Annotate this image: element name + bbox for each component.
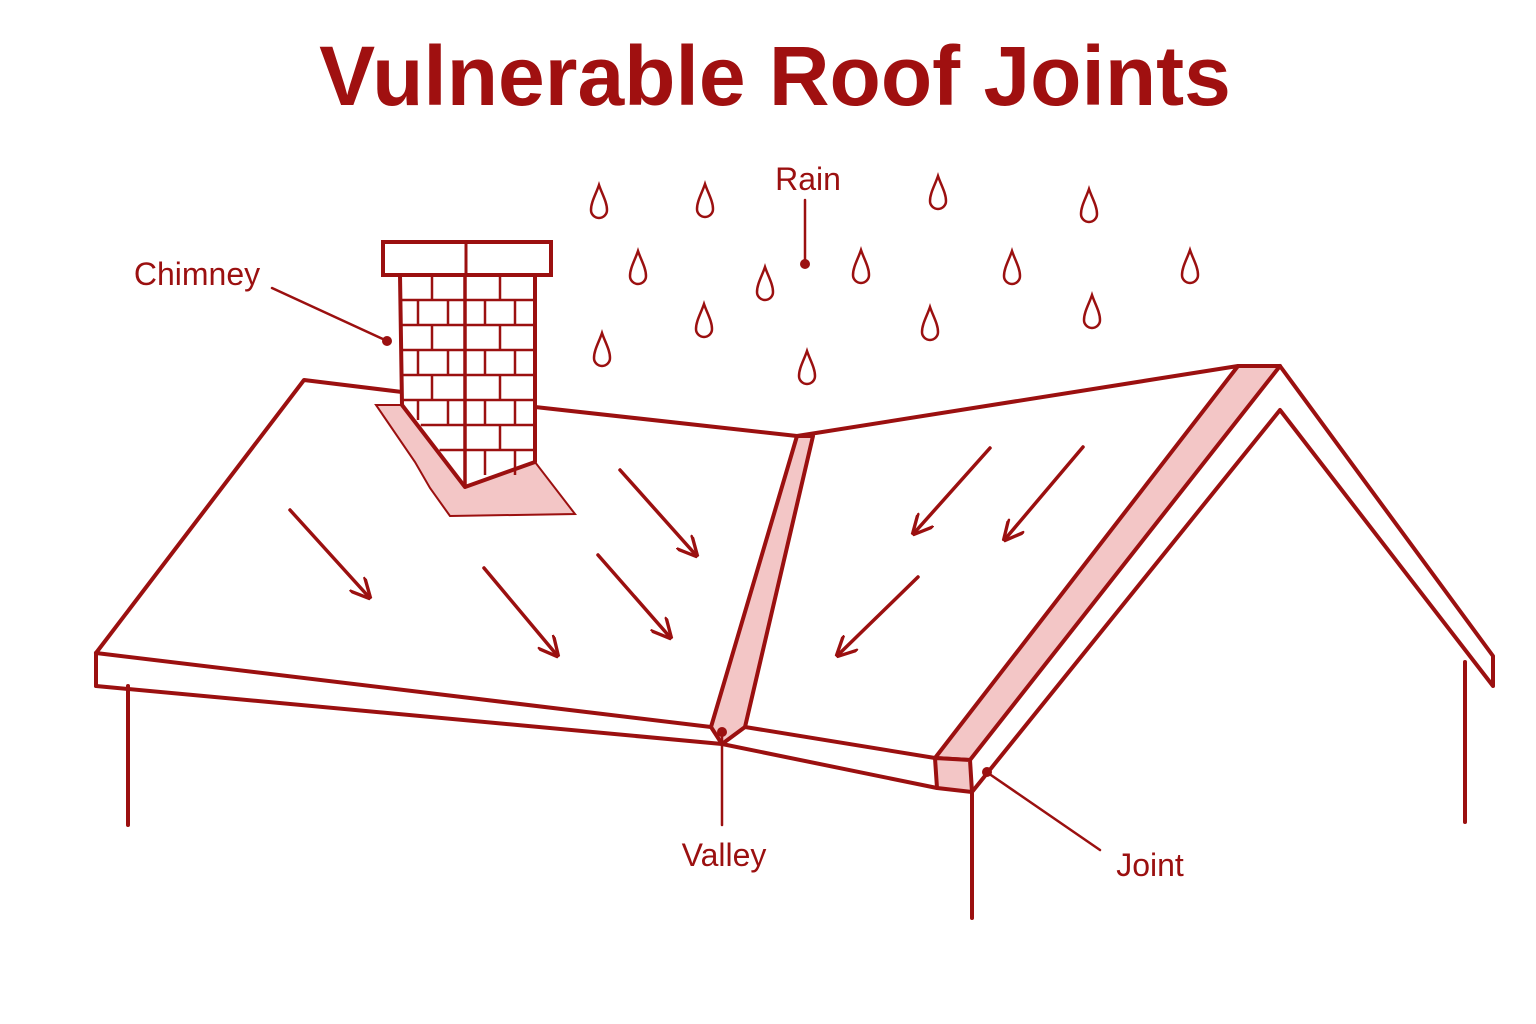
- page-title: Vulnerable Roof Joints: [319, 29, 1231, 123]
- left-eave-top: [94, 651, 713, 729]
- water-flow-arrow-icon: [288, 508, 368, 596]
- joint-end-fascia: [933, 756, 974, 794]
- rain-drop-icon: [695, 180, 715, 219]
- rain-drop-icon: [851, 246, 871, 285]
- chimney: [381, 240, 553, 489]
- water-flow-arrow-icon: [482, 566, 556, 654]
- rain-drop-icon: [628, 247, 648, 286]
- gable-outline: [970, 364, 1495, 794]
- rain-drop-icon: [592, 329, 612, 368]
- right-roof-top-edge: [795, 364, 1240, 438]
- water-flow-arrow-icon: [839, 575, 920, 654]
- valley-label: Valley: [682, 837, 767, 873]
- joint-strip: [933, 364, 1282, 762]
- rain-drop-icon: [694, 300, 714, 339]
- chimney-leader-line: [270, 286, 387, 342]
- joint-leader-dot: [982, 767, 992, 777]
- rain-drop-icon: [797, 347, 817, 386]
- water-flow-arrow-icon: [915, 446, 992, 532]
- rain-leader-dot: [800, 259, 810, 269]
- chimney-bricks: [400, 275, 535, 475]
- rain-drop-icon: [1079, 185, 1099, 224]
- water-flow-arrows: [288, 445, 1085, 654]
- left-eave-bottom: [94, 684, 724, 746]
- rain-drop-icon: [920, 303, 940, 342]
- left-roof-top-edge: [533, 405, 799, 438]
- rain-drop-icon: [1002, 247, 1022, 286]
- rain-drop-icon: [1082, 291, 1102, 330]
- water-flow-arrow-icon: [618, 468, 695, 554]
- rain-drop-icon: [755, 263, 775, 302]
- rain-drop-icon: [589, 181, 609, 220]
- right-eave-bottom: [720, 742, 939, 790]
- left-roof-ridge-edge: [94, 378, 404, 655]
- right-eave-top: [743, 725, 937, 760]
- house-walls: [126, 660, 1467, 920]
- chimney-label: Chimney: [134, 256, 260, 292]
- callouts: Rain Chimney Valley Joint: [134, 161, 1184, 883]
- water-flow-arrow-icon: [596, 553, 669, 636]
- valley-leader-dot: [717, 727, 727, 737]
- chimney-leader-dot: [382, 336, 392, 346]
- highlight-areas: [374, 364, 1282, 794]
- valley-strip: [709, 434, 815, 746]
- rain-drops: [589, 172, 1200, 386]
- joint-leader-line: [986, 771, 1102, 852]
- water-flow-arrow-icon: [1006, 445, 1085, 538]
- roof-outline: [94, 364, 1495, 794]
- rain-drop-icon: [1180, 246, 1200, 285]
- rain-drop-icon: [928, 172, 948, 211]
- rain-label: Rain: [775, 161, 841, 197]
- joint-label: Joint: [1116, 847, 1184, 883]
